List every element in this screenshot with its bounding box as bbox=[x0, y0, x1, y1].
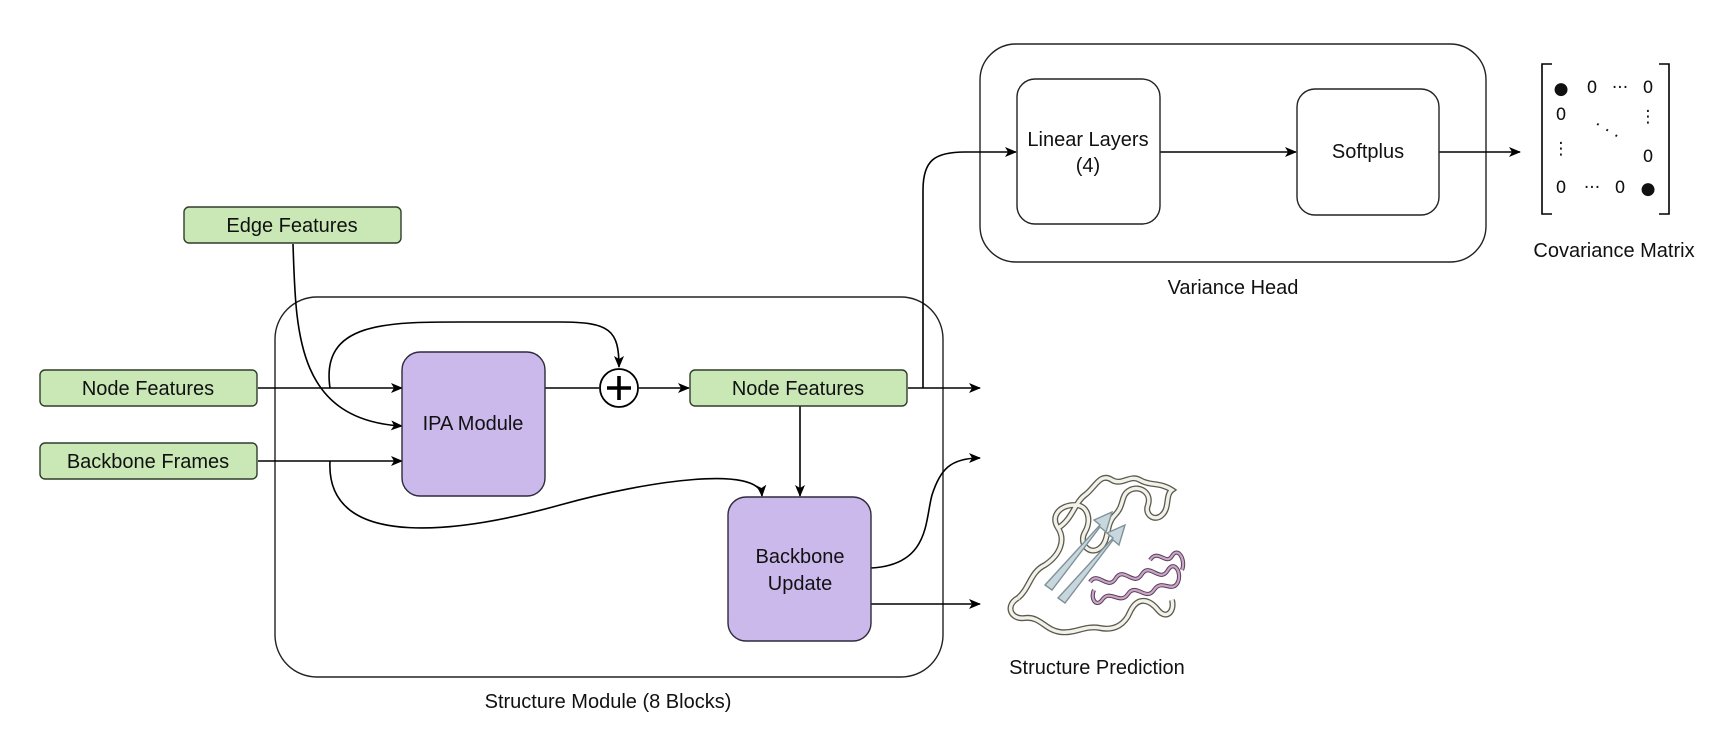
softplus-label: Softplus bbox=[1332, 141, 1404, 163]
matrix-r2c4: ⋮ bbox=[1640, 107, 1657, 127]
backbone-update-label-line1: Backbone bbox=[756, 546, 845, 568]
ipa-module-box: IPA Module bbox=[401, 351, 546, 497]
variance-head-container bbox=[979, 43, 1487, 263]
covariance-matrix: ● 0 ··· 0 0 ⋮ · · · ⋮ 0 0 ··· 0 ● bbox=[1541, 63, 1670, 215]
node-features-to-variance-arrow bbox=[922, 147, 1017, 388]
matrix-r1c4: 0 bbox=[1643, 78, 1654, 98]
matrix-r4c4: ● bbox=[1641, 179, 1656, 199]
matrix-r1c1: ● bbox=[1554, 79, 1569, 99]
ipa-module-label: IPA Module bbox=[423, 413, 524, 435]
edge-features-label: Edge Features bbox=[226, 215, 357, 237]
matrix-r3c4: 0 bbox=[1643, 147, 1654, 167]
node-features-input-label: Node Features bbox=[82, 378, 214, 400]
residual-skip-arrow bbox=[328, 321, 624, 389]
structure-prediction-label: Structure Prediction bbox=[1009, 657, 1185, 679]
matrix-r3c1: ⋮ bbox=[1553, 139, 1570, 159]
softplus-box: Softplus bbox=[1296, 88, 1440, 216]
matrix-r4c2: ··· bbox=[1584, 178, 1600, 198]
linear-layers-label-line2: (4) bbox=[1076, 155, 1100, 177]
structure-module-label: Structure Module (8 Blocks) bbox=[485, 691, 732, 713]
node-features-input-box: Node Features bbox=[39, 369, 258, 407]
matrix-r4c1: 0 bbox=[1556, 178, 1567, 198]
backbone-update-box: Backbone Update bbox=[727, 496, 872, 642]
backbone-frames-label: Backbone Frames bbox=[67, 451, 229, 473]
node-features-output-box: Node Features bbox=[689, 369, 908, 407]
node-features-output-label: Node Features bbox=[732, 378, 864, 400]
linear-layers-box: Linear Layers (4) bbox=[1016, 78, 1161, 225]
edge-to-ipa-arrow bbox=[292, 243, 403, 431]
matrix-right-bracket bbox=[1659, 63, 1670, 215]
backbone-update-label-line2: Update bbox=[768, 573, 833, 595]
variance-head-label: Variance Head bbox=[1168, 277, 1299, 299]
frames-to-update-arrow bbox=[329, 460, 767, 529]
matrix-diagonal-dots: · · · bbox=[1590, 115, 1624, 146]
matrix-r2c1: 0 bbox=[1556, 105, 1567, 125]
matrix-left-bracket bbox=[1541, 63, 1552, 215]
matrix-r1c2: 0 bbox=[1587, 78, 1598, 98]
linear-layers-label-line1: Linear Layers bbox=[1027, 129, 1148, 151]
matrix-r4c3: 0 bbox=[1615, 178, 1626, 198]
structure-module-container bbox=[274, 296, 944, 678]
covariance-matrix-label: Covariance Matrix bbox=[1533, 240, 1694, 262]
backbone-frames-box: Backbone Frames bbox=[39, 442, 258, 480]
matrix-r1c3: ··· bbox=[1612, 78, 1628, 98]
plus-icon bbox=[607, 376, 631, 400]
edge-features-box: Edge Features bbox=[183, 206, 402, 244]
update-to-frames-arrow bbox=[870, 453, 981, 569]
protein-structure-icon bbox=[1007, 474, 1186, 636]
add-node bbox=[599, 368, 639, 408]
